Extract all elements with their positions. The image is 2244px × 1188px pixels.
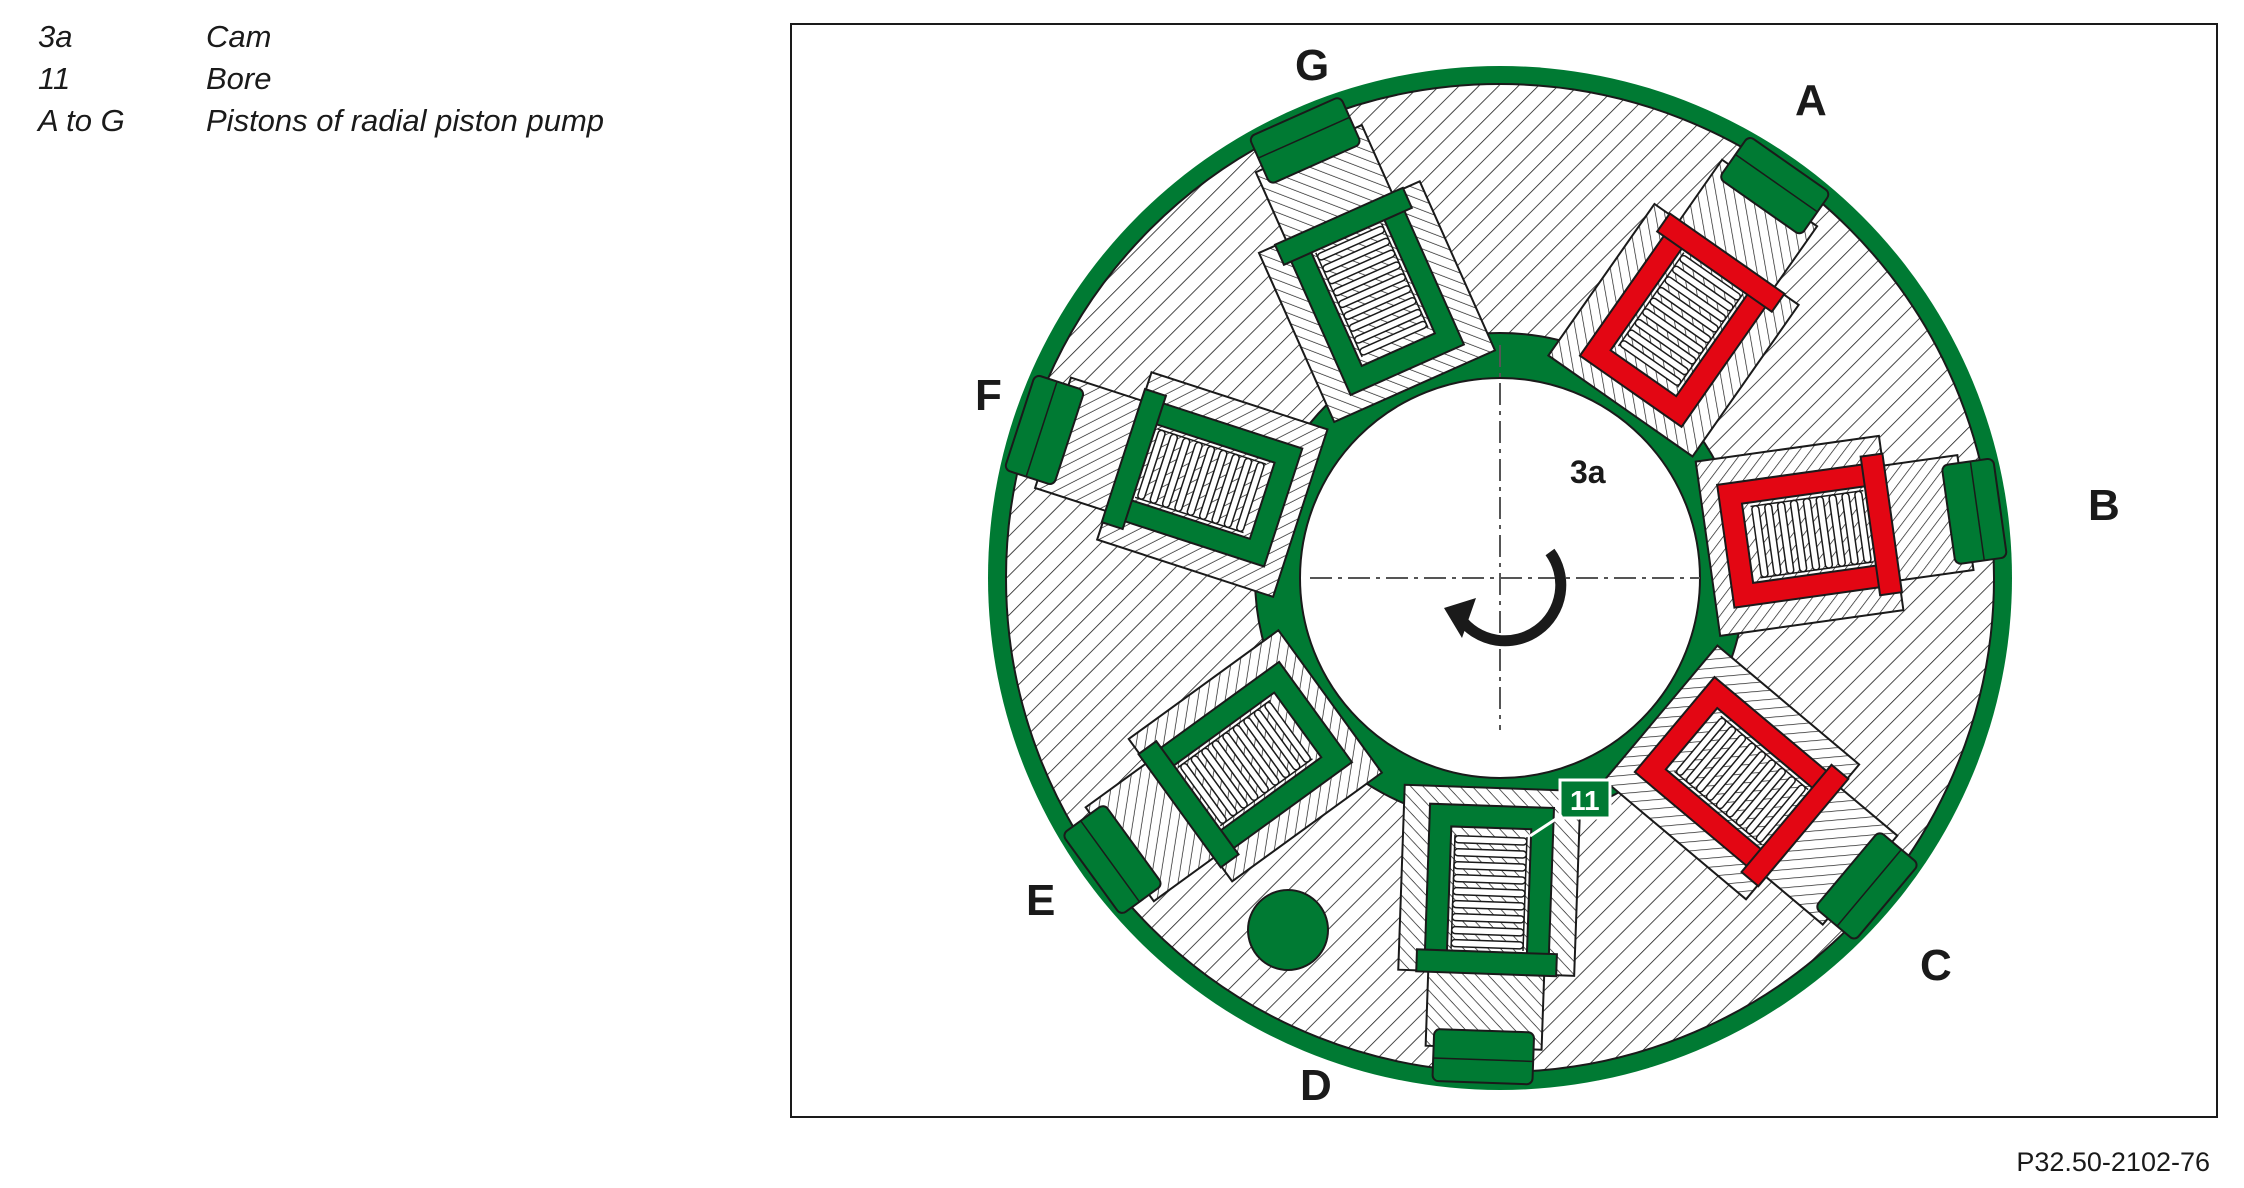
piston-label-g: G — [1295, 41, 1329, 90]
legend-key: 11 — [38, 61, 71, 96]
rotation-arrow — [1455, 548, 1567, 647]
piston-label-c: C — [1920, 941, 1952, 990]
bore-label: 11 — [1570, 785, 1600, 816]
rotation-arrow-head — [1444, 598, 1476, 638]
piston-g — [1249, 97, 1497, 424]
legend: 3a Cam 11 Bore A to G Pistons of radial … — [38, 16, 604, 142]
piston-label-a: A — [1795, 76, 1827, 125]
piston-label-d: D — [1300, 1061, 1332, 1110]
piston-e — [1063, 628, 1384, 914]
legend-key: A to G — [38, 103, 125, 138]
piston-a — [1546, 137, 1830, 458]
figure-caption: P32.50-2102-76 — [2016, 1147, 2210, 1177]
piston-c — [1602, 644, 1918, 940]
spring — [1674, 715, 1809, 846]
piston-d — [1397, 783, 1582, 1086]
spring — [1134, 428, 1266, 534]
spring — [1177, 699, 1313, 827]
legend-row: A to G Pistons of radial piston pump — [38, 100, 604, 142]
legend-row: 3a Cam — [38, 16, 604, 58]
piston-label-b: B — [2088, 481, 2120, 530]
legend-description: Bore — [206, 61, 272, 96]
legend-row: 11 Bore — [38, 58, 604, 100]
legend-description: Cam — [206, 19, 272, 54]
spring — [1617, 252, 1744, 388]
bore-label-box — [1558, 778, 1612, 820]
piston-label-e: E — [1026, 876, 1055, 925]
piston-label-f: F — [975, 371, 1002, 420]
legend-key: 3a — [38, 19, 73, 54]
piston-b — [1694, 434, 2008, 638]
spring — [1450, 834, 1528, 952]
oil-gallery — [1247, 889, 1329, 971]
cam-label: 3a — [1570, 454, 1606, 490]
diagram-frame — [790, 23, 2218, 1118]
piston-f — [1004, 370, 1329, 599]
bore-leader-line — [1529, 813, 1563, 838]
legend-description: Pistons of radial piston pump — [206, 103, 605, 138]
spring — [1315, 223, 1429, 358]
spring — [1750, 489, 1874, 579]
